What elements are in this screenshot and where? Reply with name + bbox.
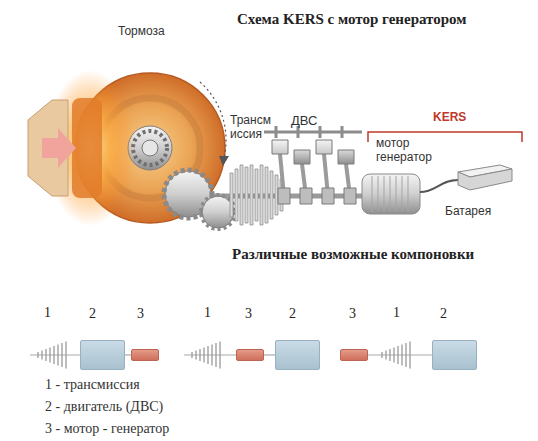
battery-cable [420,180,458,192]
callout-number: 1 [393,305,400,322]
part-label: ДВС [291,113,317,129]
engine-box: 2 [432,340,477,370]
part-label: Тормоза [118,24,165,38]
section-heading: Различные возможные компоновки [232,245,474,263]
shaft-connector [264,354,275,355]
engine-pistons [272,140,354,164]
rotation-arrow [200,82,226,158]
press-arrow [42,128,76,168]
kers-label: KERS [433,110,466,124]
callout-number: 2 [89,306,96,322]
rotation-arrowhead [219,156,229,166]
part-label: Трансм иссия [230,113,280,142]
callout-number: 3 [349,306,356,322]
engine-box: 2 [275,340,320,370]
callout-number: 3 [137,306,144,322]
diagram-title: Схема KERS с мотор генератором [237,10,467,28]
motor-generator-box: 3 [340,349,368,361]
engine-box: 2 [80,340,125,370]
gear-small [202,196,234,228]
callout-number: 2 [440,306,447,322]
part-label: Батарея [445,204,491,218]
callout-number: 3 [245,306,252,322]
transmission-symbol [38,342,66,369]
hub-center [142,140,158,156]
motor-generator-box: 3 [236,349,264,361]
callout-number: 1 [44,305,51,322]
key-entry: 3 - мотор - генератор [45,421,169,438]
transmission-symbol [382,342,410,369]
battery-body [458,169,512,190]
motor-generator-ribs [372,176,408,212]
motor-generator-box: 3 [131,349,159,361]
callout-number: 2 [289,306,296,322]
callout-number: 1 [204,305,211,322]
transmission-symbol [192,342,220,369]
hub-teeth [133,131,167,165]
brake-caliper [72,98,102,198]
motor-generator-body [362,174,420,214]
shaft-connector [125,354,131,355]
key-entry: 2 - двигатель (ДВС) [45,399,163,416]
crank-throws [278,188,356,204]
key-entry: 1 - трансмиссия [45,377,140,394]
transmission-plates [230,165,283,225]
part-label: мотор генератор [376,136,442,165]
